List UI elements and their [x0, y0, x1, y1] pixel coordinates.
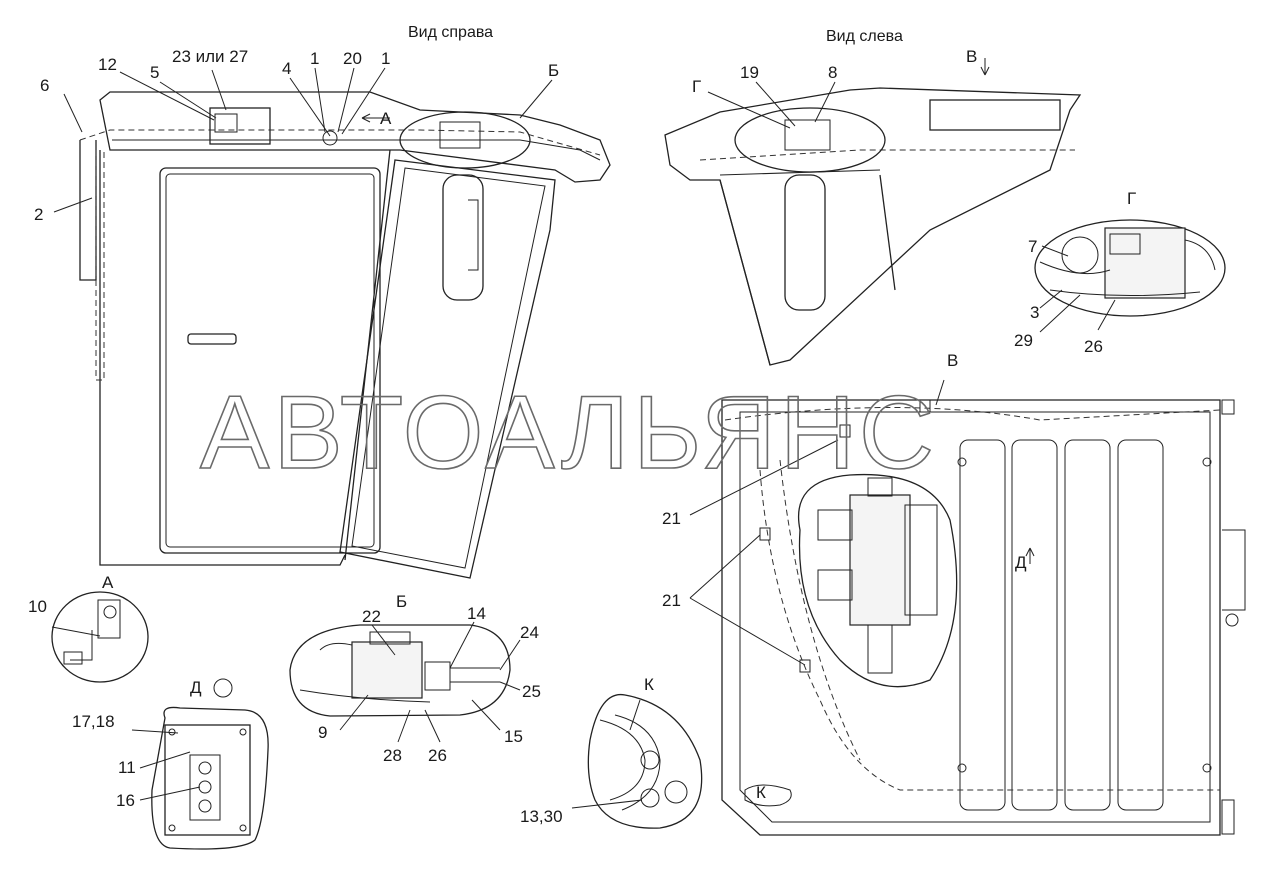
detail-d	[151, 678, 269, 850]
callout-g-detail: Г	[1127, 189, 1136, 208]
floor-plan	[721, 399, 1246, 836]
callout-b-top: Б	[548, 61, 559, 80]
callout-v-mid: В	[947, 351, 958, 370]
callout-d-mid: Д	[1015, 553, 1027, 572]
callout-9: 9	[318, 723, 327, 742]
callout-11: 11	[118, 758, 136, 777]
callout-5: 5	[150, 63, 159, 82]
cab-right-view	[79, 91, 611, 579]
callout-26b: 26	[428, 746, 447, 765]
callout-20: 20	[343, 49, 362, 68]
callout-17-18: 17,18	[72, 712, 115, 731]
callout-13-30: 13,30	[520, 807, 563, 826]
callout-b-detail: Б	[396, 592, 407, 611]
callout-v-top: В	[966, 47, 977, 66]
callout-a-detail: А	[102, 573, 114, 592]
callout-6: 6	[40, 76, 49, 95]
callout-29: 29	[1014, 331, 1033, 350]
callout-1a: 1	[310, 49, 319, 68]
callout-g-top: Г	[692, 77, 701, 96]
callout-21b: 21	[662, 591, 681, 610]
leader-lines	[51, 67, 1116, 809]
callout-23-or-27: 23 или 27	[172, 47, 248, 66]
callout-k-detail: К	[644, 675, 654, 694]
callout-12: 12	[98, 55, 117, 74]
callout-a-top: А	[380, 109, 392, 128]
callout-k-mid: К	[756, 783, 766, 802]
detail-a	[51, 591, 149, 683]
callout-3: 3	[1030, 303, 1039, 322]
view-title-left: Вид слева	[826, 28, 903, 45]
watermark: АВТОАЛЬЯНС	[200, 375, 938, 491]
detail-k	[587, 693, 703, 829]
callout-28: 28	[383, 746, 402, 765]
callout-1b: 1	[381, 49, 390, 68]
callout-10: 10	[28, 597, 47, 616]
callout-15: 15	[504, 727, 523, 746]
detail-g	[1034, 219, 1226, 317]
callout-22: 22	[362, 607, 381, 626]
callout-25: 25	[522, 682, 541, 701]
callout-24: 24	[520, 623, 539, 642]
callout-19: 19	[740, 63, 759, 82]
callout-14: 14	[467, 604, 486, 623]
callout-2: 2	[34, 205, 43, 224]
view-title-right: Вид справа	[408, 24, 493, 41]
callout-16: 16	[116, 791, 135, 810]
callout-8: 8	[828, 63, 837, 82]
cab-left-view	[664, 58, 1082, 366]
callout-d-detail: Д	[190, 678, 202, 697]
detail-b	[289, 624, 511, 717]
callout-labels: 6 12 5 23 или 27 4 1 20 1 Б А 2 Г 19 8 В…	[28, 47, 1136, 826]
callout-7: 7	[1028, 237, 1037, 256]
callout-21a: 21	[662, 509, 681, 528]
callout-26a: 26	[1084, 337, 1103, 356]
callout-4: 4	[282, 59, 291, 78]
